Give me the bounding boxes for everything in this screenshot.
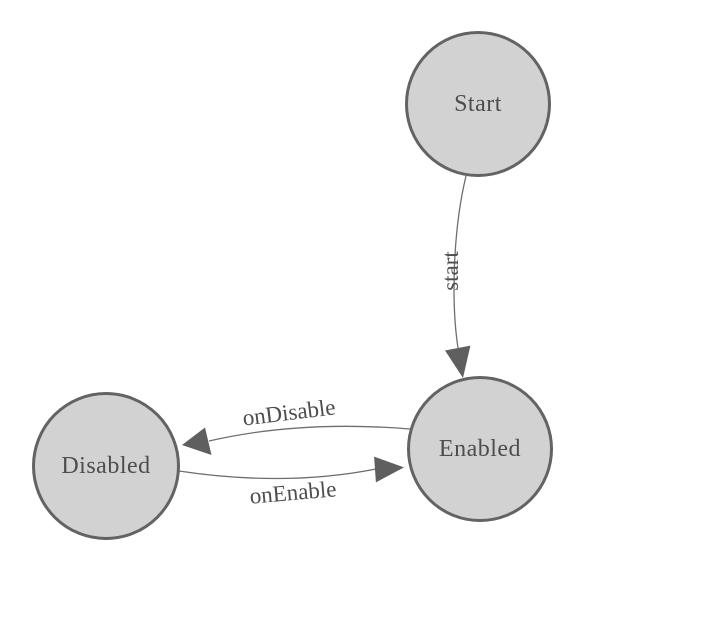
node-disabled[interactable]: Disabled	[32, 392, 180, 540]
arrowhead-disabled-to-enabled-icon	[374, 456, 404, 483]
arrowhead-enabled-to-disabled-icon	[182, 427, 212, 455]
node-disabled-label: Disabled	[61, 452, 151, 479]
edge-enabled-to-disabled	[208, 425, 411, 442]
edge-label-start: start	[438, 251, 463, 291]
node-enabled[interactable]: Enabled	[407, 376, 553, 522]
edge-disabled-to-enabled	[178, 468, 377, 480]
node-enabled-label: Enabled	[438, 435, 522, 462]
node-start-label: Start	[454, 90, 502, 117]
edge-start-to-enabled	[453, 175, 467, 349]
node-start[interactable]: Start	[405, 31, 551, 177]
arrowhead-start-to-enabled-icon	[445, 345, 471, 378]
